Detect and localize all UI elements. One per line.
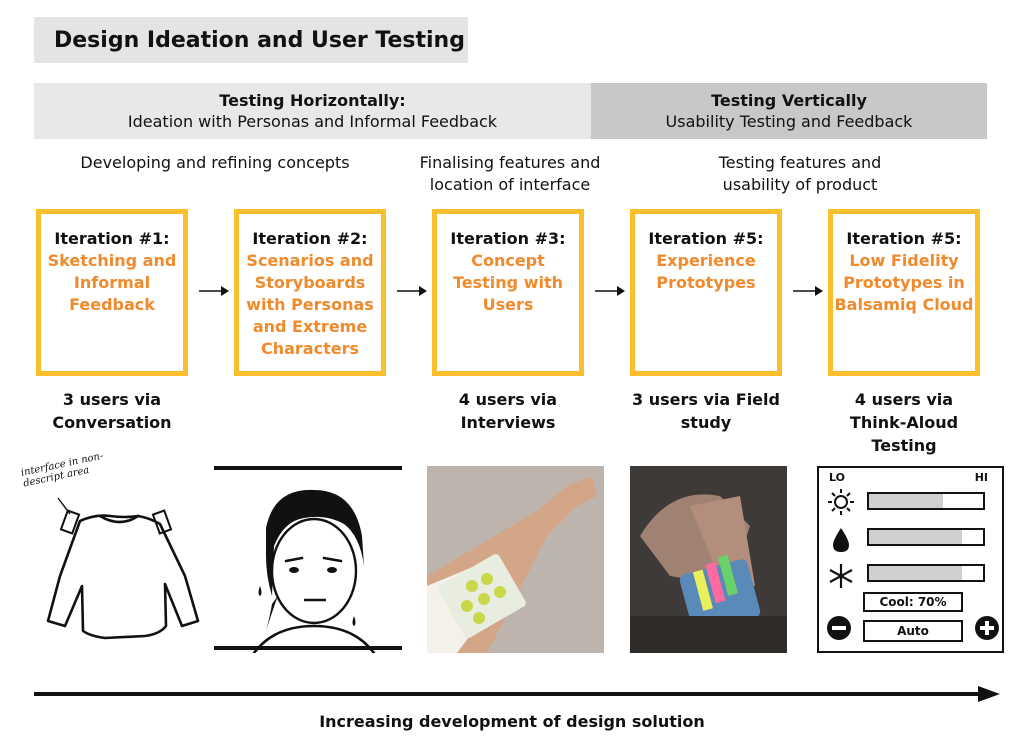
iteration-name: Scenarios and Storyboards with Personas … (246, 251, 374, 358)
phase-label-1: Developing and refining concepts (80, 153, 350, 172)
iteration-label: Iteration #3: (450, 229, 566, 248)
auto-button[interactable]: Auto (863, 620, 963, 642)
iteration-label: Iteration #1: (54, 229, 170, 248)
mockup-hi-label: HI (974, 471, 988, 484)
slider-fill (869, 494, 944, 508)
arrow-right-icon (595, 286, 625, 296)
iteration-name: Sketching and Informal Feedback (47, 251, 177, 314)
phase-label-3: Testing features and usability of produc… (718, 153, 882, 194)
users-label-5: 4 users via Think-Aloud Testing (849, 390, 959, 455)
arrow-right-icon (793, 286, 823, 296)
arrow-right-icon (397, 286, 427, 296)
arm-interface-photo (427, 466, 604, 653)
iteration-name: Experience Prototypes (656, 251, 756, 292)
band-horizontal-heading: Testing Horizontally: (219, 91, 406, 110)
iteration-card-4: Iteration #5: Experience Prototypes (630, 209, 782, 376)
development-arrow (34, 686, 1000, 702)
iteration-label: Iteration #5: (648, 229, 764, 248)
diagram-title: Design Ideation and User Testing (34, 17, 468, 63)
iteration-name: Low Fidelity Prototypes in Balsamiq Clou… (834, 251, 974, 314)
iteration-label: Iteration #2: (252, 229, 368, 248)
title-text: Design Ideation and User Testing (54, 27, 465, 53)
users-label-3: 4 users via Interviews (458, 390, 558, 432)
storyboard-character-image (214, 466, 402, 655)
iteration-label: Iteration #5: (846, 229, 962, 248)
slider-sun[interactable] (867, 492, 985, 510)
band-testing-vertically: Testing Vertically Usability Testing and… (591, 83, 987, 139)
users-label-4: 3 users via Field study (632, 390, 780, 432)
slider-water[interactable] (867, 528, 985, 546)
snowflake-icon (829, 564, 853, 588)
footer-label: Increasing development of design solutio… (319, 712, 705, 731)
phase-label-2: Finalising features and location of inte… (419, 153, 601, 194)
band-testing-horizontally: Testing Horizontally: Ideation with Pers… (34, 83, 591, 139)
iteration-name: Concept Testing with Users (452, 251, 563, 314)
slider-fill (869, 530, 963, 544)
sketch-shirt-image: interface in non-descript area (20, 451, 210, 653)
arrow-right-icon (199, 286, 229, 296)
minus-button-icon[interactable] (825, 614, 853, 642)
mockup-lo-label: LO (829, 471, 845, 484)
experience-prototype-photo (630, 466, 787, 653)
iteration-card-3: Iteration #3: Concept Testing with Users (432, 209, 584, 376)
band-horizontal-sub: Ideation with Personas and Informal Feed… (127, 112, 498, 131)
cool-display: Cool: 70% (863, 592, 963, 612)
users-label-1: 3 users via Conversation (52, 390, 172, 432)
iteration-card-5: Iteration #5: Low Fidelity Prototypes in… (828, 209, 980, 376)
slider-fill (869, 566, 963, 580)
iteration-card-1: Iteration #1: Sketching and Informal Fee… (36, 209, 188, 376)
slider-snow[interactable] (867, 564, 985, 582)
sun-icon (828, 489, 854, 515)
balsamiq-mockup: LO HI Cool: 70% Auto (817, 466, 1004, 653)
water-drop-icon (833, 528, 849, 552)
iteration-card-2: Iteration #2: Scenarios and Storyboards … (234, 209, 386, 376)
band-vertical-sub: Usability Testing and Feedback (665, 112, 913, 131)
plus-button-icon[interactable] (973, 614, 1001, 642)
band-vertical-heading: Testing Vertically (711, 91, 867, 110)
